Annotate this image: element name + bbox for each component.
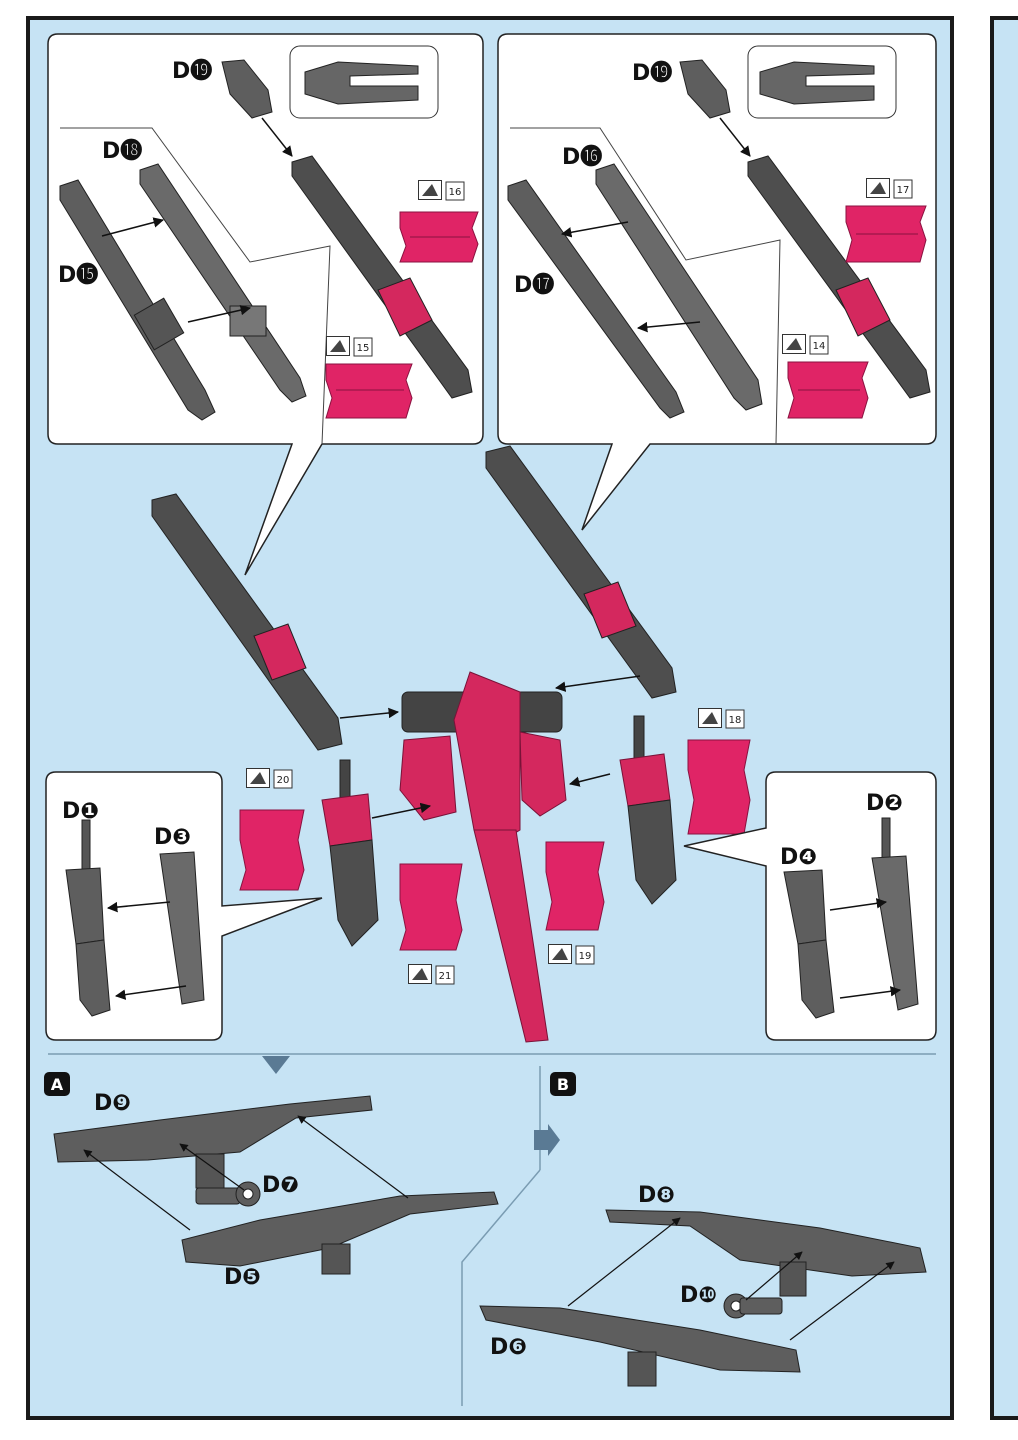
inset-top-right: 17 14 D⓳ D⓰ D⓱ [497, 33, 937, 531]
step-arrow-right [534, 1124, 560, 1156]
label-d15: D⓯ [58, 263, 98, 288]
label-d9: D❾ [94, 1091, 131, 1116]
sticker-16-number: 16 [449, 187, 462, 198]
label-d3: D❸ [154, 825, 191, 850]
sticker-20: 20 [239, 768, 305, 891]
part-assembled-right [747, 155, 931, 399]
svg-text:B: B [557, 1075, 569, 1094]
part-d5 [181, 1191, 499, 1267]
part-d15 [59, 179, 216, 421]
next-page-frame [990, 16, 1018, 1420]
sticker-18-number: 18 [729, 715, 742, 726]
sticker-21-number: 21 [439, 971, 452, 982]
part-d8 [605, 1209, 927, 1277]
step-arrow-down [262, 1056, 290, 1074]
sticker-21: 21 [399, 863, 463, 985]
sticker-16: 16 [399, 180, 479, 263]
main-assembly: 20 21 19 18 [151, 445, 751, 1043]
label-d1: D❶ [62, 799, 99, 824]
part-d10 [723, 1293, 783, 1319]
main-tail [473, 829, 549, 1043]
label-d5: D❺ [224, 1265, 261, 1290]
thruster-right [627, 799, 677, 905]
svg-text:A: A [51, 1075, 64, 1094]
label-d8: D❽ [638, 1183, 675, 1208]
part-d3 [159, 851, 205, 1005]
label-d19-left: D⓳ [172, 58, 212, 84]
label-d2: D❷ [866, 791, 903, 816]
main-rail-right [485, 445, 677, 699]
inset-top-left: 16 15 D⓳ D⓲ D⓯ [47, 33, 484, 576]
label-d16: D⓰ [562, 144, 602, 170]
label-d6: D❻ [490, 1335, 527, 1360]
sticker-15-number: 15 [357, 343, 370, 354]
sticker-14: 14 [782, 334, 869, 419]
sticker-20-number: 20 [277, 775, 290, 786]
step-a-badge [44, 1072, 70, 1096]
label-d4: D❹ [780, 845, 817, 870]
sticker-17-number: 17 [897, 185, 910, 196]
main-rail-left [151, 493, 343, 751]
inset-bottom-left: D❶ D❸ [45, 771, 323, 1041]
label-d7: D❼ [262, 1173, 299, 1198]
inset-bottom-right: D❷ D❹ [683, 771, 937, 1041]
label-d10: D❿ [680, 1283, 717, 1308]
sticker-19-number: 19 [579, 951, 592, 962]
thruster-left [329, 839, 379, 947]
sticker-14-number: 14 [813, 341, 826, 352]
part-d9 [53, 1095, 373, 1163]
label-d18: D⓲ [102, 138, 142, 164]
label-d19-right: D⓳ [632, 60, 672, 86]
part-d17 [507, 179, 685, 419]
step-b-badge [550, 1072, 576, 1096]
part-d16 [595, 163, 763, 411]
main-body-center [453, 671, 521, 847]
part-d2 [871, 855, 919, 1011]
sticker-18: 18 [687, 708, 751, 835]
sticker-19: 19 [545, 841, 605, 965]
step-a: A D❾ D❼ D❺ [44, 1072, 499, 1290]
sticker-15: 15 [325, 336, 413, 419]
part-d7 [195, 1181, 261, 1207]
label-d17: D⓱ [514, 273, 554, 298]
part-d19-right [679, 59, 731, 119]
part-d6 [479, 1305, 801, 1373]
part-d19 [221, 59, 273, 119]
sticker-17: 17 [845, 178, 927, 263]
step-b: B D❽ D❿ D❻ [479, 1072, 927, 1387]
part-assembled-left [291, 155, 473, 399]
